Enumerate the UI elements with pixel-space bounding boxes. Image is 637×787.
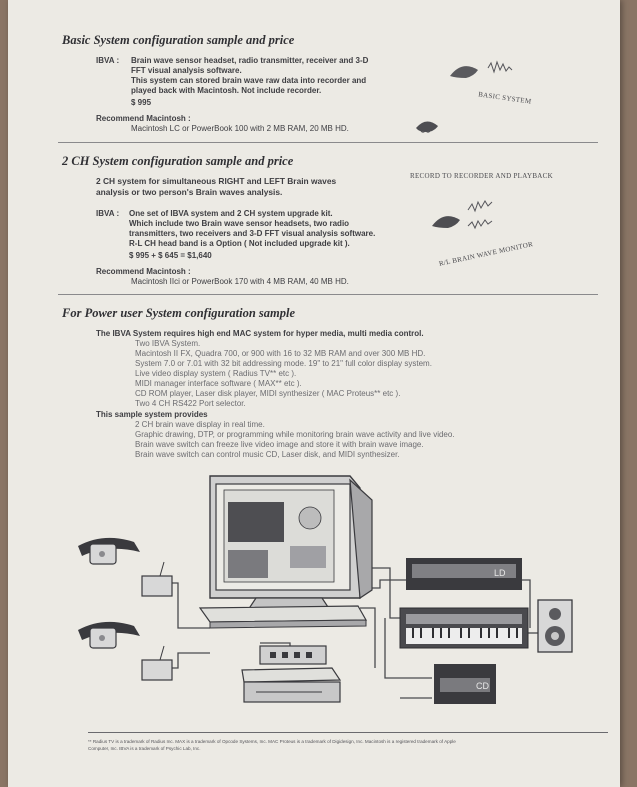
rl-monitor-illustration <box>432 200 493 230</box>
headset-left-top-icon <box>78 537 140 565</box>
cd-rom-drive-icon <box>241 667 342 703</box>
divider <box>58 142 598 143</box>
laser-disk-player-icon: LD <box>406 558 522 590</box>
ld-label: LD <box>494 568 506 578</box>
provides-label: This sample system provides <box>96 410 208 419</box>
power-requirement: The IBVA System requires high end MAC sy… <box>96 329 424 338</box>
right-brainwave-icon <box>467 200 493 213</box>
brochure-page: Basic System configuration sample and pr… <box>8 0 620 787</box>
port-selector-icon <box>259 645 327 665</box>
headset-left-bottom-icon <box>78 621 140 649</box>
footnote: ** Radius TV is a trademark of Radius In… <box>88 739 456 751</box>
2ch-price: $ 995 + $ 645 = $1,640 <box>129 251 212 260</box>
basic-price: $ 995 <box>131 98 152 107</box>
section-basic-title: Basic System configuration sample and pr… <box>62 33 295 47</box>
cd-player-icon: CD <box>434 664 496 704</box>
record-playback-label: RECORD TO RECORDER AND PLAYBACK <box>410 172 553 180</box>
brainwave-icon <box>487 60 513 74</box>
2ch-ibva-desc: One set of IBVA system and 2 CH system u… <box>129 209 376 248</box>
ibva-label: IBVA : <box>96 209 120 218</box>
basic-recommend-label: Recommend Macintosh : <box>96 114 191 123</box>
speaker-icon <box>537 599 573 653</box>
provides-list: 2 CH brain wave display in real time. Gr… <box>135 420 455 459</box>
system-diagram: LD CD <box>78 475 573 704</box>
monitor-icon <box>209 475 373 611</box>
headset-icon <box>416 121 438 133</box>
cd-label: CD <box>476 681 489 691</box>
footnote-divider <box>88 732 608 733</box>
headband-icon <box>450 66 478 78</box>
2ch-recommend-text: Macintosh IIci or PowerBook 170 with 4 M… <box>131 277 349 286</box>
macintosh-keyboard-icon <box>198 605 368 629</box>
receiver-bottom-icon <box>141 645 173 681</box>
2ch-recommend-label: Recommend Macintosh : <box>96 267 191 276</box>
midi-synthesizer-icon <box>399 607 529 649</box>
basic-system-illustration <box>450 60 513 78</box>
headband-icon <box>432 216 460 228</box>
left-brainwave-icon <box>467 219 493 230</box>
section-power-title: For Power user System configuration samp… <box>62 306 296 320</box>
2ch-intro: 2 CH system for simultaneous RIGHT and L… <box>96 176 337 197</box>
receiver-top-icon <box>141 561 173 597</box>
basic-recommend-text: Macintosh LC or PowerBook 100 with 2 MB … <box>131 124 349 133</box>
ibva-label: IBVA : <box>96 56 120 65</box>
divider <box>58 294 598 295</box>
power-requirement-list: Two IBVA System. Macintosh II FX, Quadra… <box>135 339 432 408</box>
section-2ch-title: 2 CH System configuration sample and pri… <box>62 154 294 168</box>
basic-ibva-desc: Brain wave sensor headset, radio transmi… <box>131 56 369 95</box>
